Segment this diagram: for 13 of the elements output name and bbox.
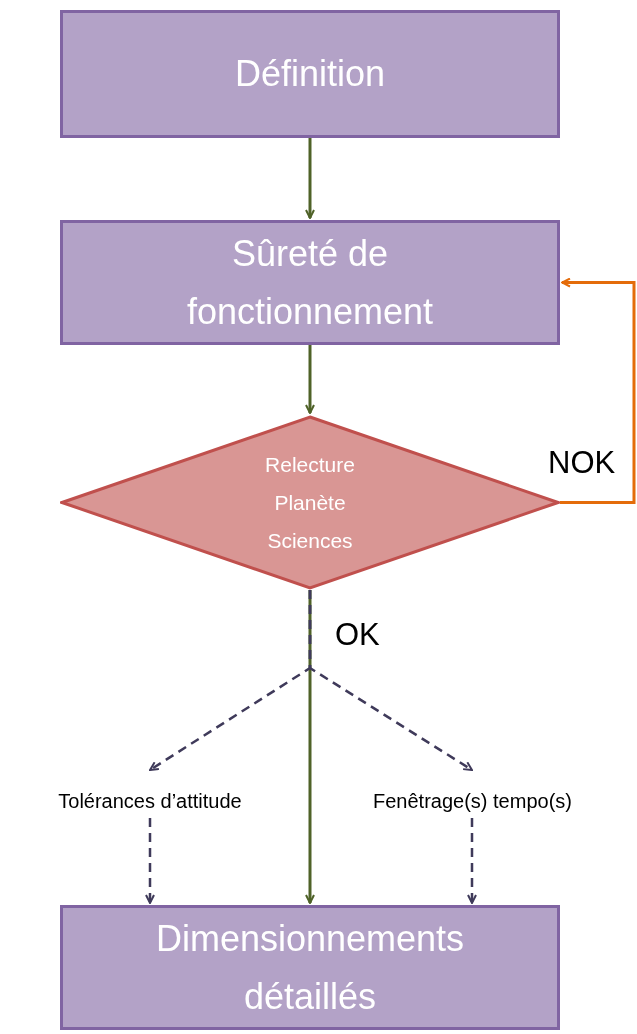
dashed-arrow: [467, 818, 477, 904]
decision-text: Relecture Planète Sciences: [264, 451, 356, 554]
branch-label: Fenêtrage(s) tempo(s): [373, 789, 572, 814]
box-text: Définition: [234, 52, 386, 96]
arrow: [305, 590, 315, 904]
dashed-arrow: [308, 590, 473, 772]
branch-label: Tolérances d’attitude: [58, 789, 242, 814]
arrow: [305, 345, 315, 414]
dashed-arrow: [145, 818, 155, 904]
box-text: Sûreté de fonctionnement: [185, 231, 435, 334]
arrow: [560, 277, 636, 504]
box-text: Dimensionnements détaillés: [154, 916, 466, 1019]
arrow: [305, 138, 315, 219]
